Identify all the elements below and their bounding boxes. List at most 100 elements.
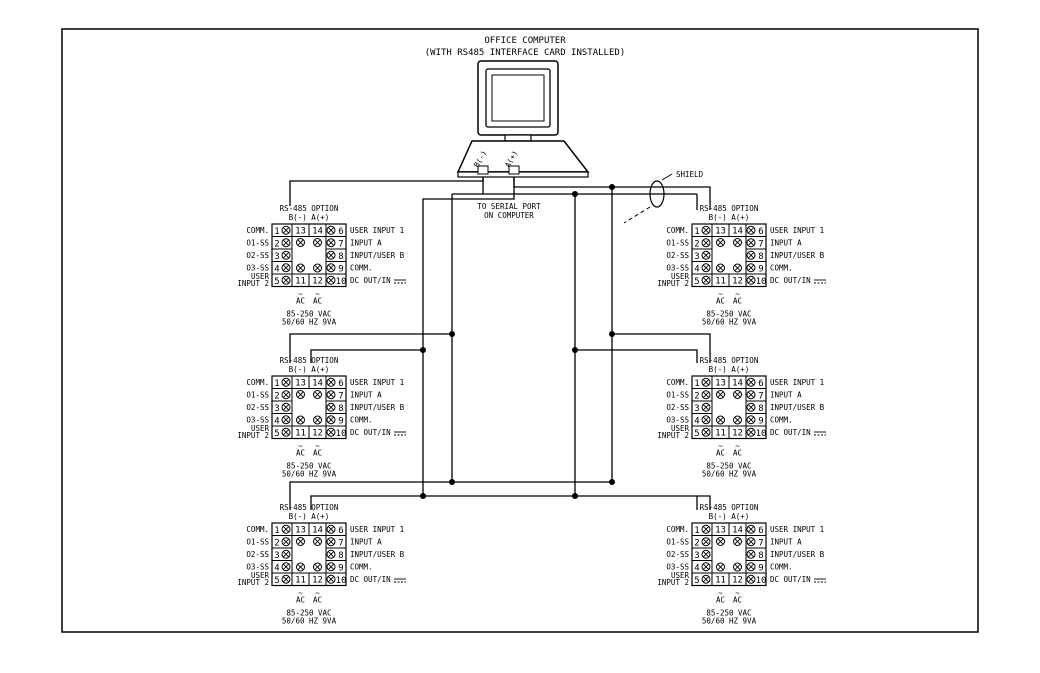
screw-terminal-icon bbox=[716, 238, 725, 247]
supply-voltage-label: 85-250 VAC bbox=[286, 462, 331, 471]
screw-terminal-icon bbox=[746, 537, 756, 547]
ac-label: AC bbox=[716, 449, 725, 458]
screw-terminal-icon bbox=[326, 402, 336, 412]
right-terminal-label: INPUT/USER B bbox=[350, 403, 405, 412]
left-terminal-label: COMM. bbox=[246, 378, 269, 387]
right-terminal-label: INPUT/USER B bbox=[350, 550, 405, 559]
ac-tilde: ~ bbox=[298, 290, 303, 299]
ac-tilde: ~ bbox=[718, 589, 723, 598]
right-terminal-label: DC OUT/IN bbox=[350, 276, 391, 285]
terminal-number: 4 bbox=[274, 264, 279, 274]
terminal-number: 10 bbox=[336, 576, 347, 586]
ac-label: AC bbox=[313, 297, 322, 306]
ac-tilde: ~ bbox=[735, 442, 740, 451]
right-terminal-label: INPUT A bbox=[770, 538, 802, 547]
ac-label: AC bbox=[296, 596, 305, 605]
terminal-number: 9 bbox=[758, 264, 763, 274]
terminal-number: 10 bbox=[756, 576, 767, 586]
terminal-number: 11 bbox=[295, 429, 306, 439]
screw-terminal-icon bbox=[746, 225, 756, 235]
terminal-number: 8 bbox=[338, 404, 343, 414]
right-terminal-label: DC OUT/IN bbox=[770, 575, 811, 584]
terminal-number: 8 bbox=[758, 252, 763, 262]
screw-terminal-icon bbox=[296, 415, 305, 425]
terminal-number: 2 bbox=[694, 391, 699, 401]
terminal-number: 13 bbox=[295, 526, 306, 536]
terminal-number: 6 bbox=[758, 227, 763, 237]
screw-terminal-icon bbox=[281, 275, 291, 285]
ac-tilde: ~ bbox=[315, 589, 320, 598]
terminal-number: 14 bbox=[732, 227, 743, 237]
screw-terminal-icon bbox=[281, 250, 291, 260]
terminal-number: 5 bbox=[694, 277, 699, 287]
screw-terminal-icon bbox=[733, 562, 742, 572]
terminal-number: 11 bbox=[715, 429, 726, 439]
ac-label: AC bbox=[313, 449, 322, 458]
terminal-number: 12 bbox=[732, 576, 743, 586]
terminal-number: 8 bbox=[758, 551, 763, 561]
terminal-number: 2 bbox=[274, 391, 279, 401]
terminal-number: 3 bbox=[694, 252, 699, 262]
left-terminal-label: INPUT 2 bbox=[237, 279, 269, 288]
terminal-number: 3 bbox=[274, 551, 279, 561]
screw-terminal-icon bbox=[746, 574, 756, 584]
terminal-number: 14 bbox=[732, 379, 743, 389]
right-terminal-label: INPUT/USER B bbox=[770, 550, 825, 559]
supply-frequency-label: 50/60 HZ 9VA bbox=[282, 617, 337, 626]
right-terminal-label: INPUT A bbox=[770, 239, 802, 248]
screw-terminal-icon bbox=[296, 263, 305, 273]
left-terminal-label: O1-SS bbox=[246, 538, 269, 547]
left-terminal-label: O2-SS bbox=[246, 403, 269, 412]
left-terminal-label: O3-SS bbox=[666, 416, 689, 425]
right-terminal-label: COMM. bbox=[350, 416, 373, 425]
screw-terminal-icon bbox=[701, 524, 711, 534]
screw-terminal-icon bbox=[281, 415, 291, 425]
terminal-number: 5 bbox=[694, 429, 699, 439]
left-terminal-label: COMM. bbox=[246, 226, 269, 235]
left-terminal-label: INPUT 2 bbox=[657, 279, 689, 288]
terminal-number: 13 bbox=[715, 526, 726, 536]
screw-terminal-icon bbox=[716, 263, 725, 273]
terminal-number: 3 bbox=[694, 551, 699, 561]
terminal-number: 12 bbox=[732, 429, 743, 439]
serial-port-label-2: ON COMPUTER bbox=[484, 211, 534, 220]
terminal-number: 13 bbox=[295, 227, 306, 237]
right-terminal-label: INPUT/USER B bbox=[350, 251, 405, 260]
terminal-number: 12 bbox=[312, 277, 323, 287]
title-line1: OFFICE COMPUTER bbox=[484, 36, 566, 46]
terminal-number: 8 bbox=[338, 252, 343, 262]
terminal-number: 1 bbox=[274, 379, 279, 389]
left-terminal-label: USER bbox=[671, 272, 690, 281]
rs485-terminal-label: B(-) A(+) bbox=[289, 512, 330, 521]
screw-terminal-icon bbox=[746, 390, 756, 400]
terminal-number: 9 bbox=[758, 563, 763, 573]
screw-terminal-icon bbox=[281, 402, 291, 412]
left-terminal-label: O1-SS bbox=[666, 538, 689, 547]
screw-terminal-icon bbox=[326, 225, 336, 235]
terminal-number: 3 bbox=[274, 404, 279, 414]
ac-tilde: ~ bbox=[735, 589, 740, 598]
screw-terminal-icon bbox=[281, 524, 291, 534]
terminal-number: 4 bbox=[694, 264, 699, 274]
left-terminal-label: USER bbox=[671, 571, 690, 580]
supply-voltage-label: 85-250 VAC bbox=[706, 310, 751, 319]
terminal-number: 11 bbox=[295, 277, 306, 287]
screw-terminal-icon bbox=[326, 537, 336, 547]
terminal-number: 5 bbox=[274, 576, 279, 586]
screw-terminal-icon bbox=[326, 427, 336, 437]
terminal-number: 13 bbox=[295, 379, 306, 389]
screw-terminal-icon bbox=[326, 549, 336, 559]
terminal-number: 7 bbox=[338, 239, 343, 249]
screw-terminal-icon bbox=[733, 238, 742, 247]
terminal-number: 14 bbox=[732, 526, 743, 536]
screw-terminal-icon bbox=[701, 537, 711, 547]
supply-frequency-label: 50/60 HZ 9VA bbox=[282, 318, 337, 327]
terminal-number: 8 bbox=[758, 404, 763, 414]
left-terminal-label: O1-SS bbox=[246, 391, 269, 400]
screw-terminal-icon bbox=[746, 263, 756, 273]
screw-terminal-icon bbox=[313, 562, 322, 572]
rs485-option-label: RS-485 OPTION bbox=[700, 204, 759, 213]
